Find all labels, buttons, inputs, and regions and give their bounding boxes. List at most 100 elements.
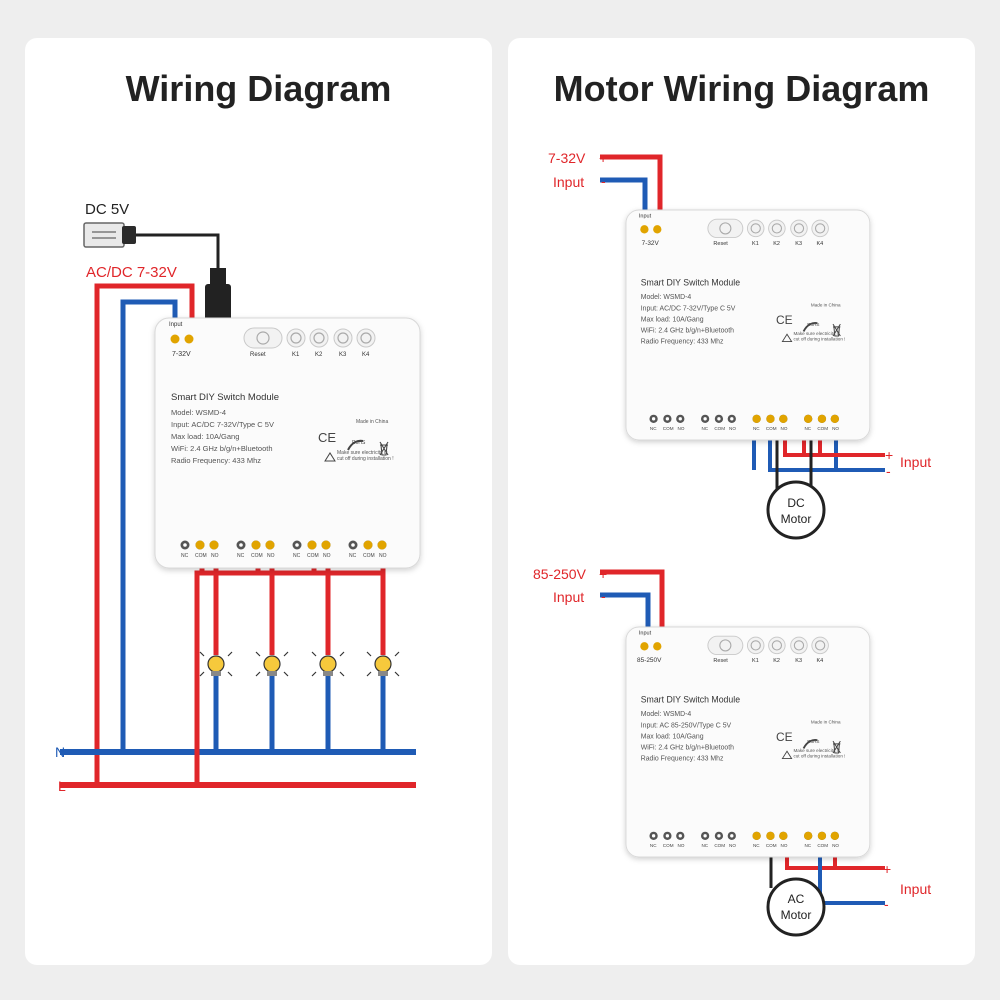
terminal-label: COM	[817, 843, 828, 848]
ac-output-input: Input	[900, 881, 931, 897]
made-in-label: Made in China	[811, 303, 841, 308]
terminal-label: COM	[195, 553, 207, 559]
terminal-label: NO	[323, 553, 331, 559]
terminal-label: NC	[701, 843, 708, 848]
dc-motor-icon	[766, 480, 826, 540]
terminal-label: COM	[363, 553, 375, 559]
terminal-label: NO	[781, 843, 788, 848]
module-name: Smart DIY Switch Module	[641, 277, 740, 287]
module-max-load: Max load: 10A/Gang	[641, 316, 704, 323]
terminal-label: COM	[663, 843, 674, 848]
ac-supply-input: Input	[553, 589, 584, 605]
terminal-label: NC	[701, 426, 708, 431]
light-bulb-icon	[311, 651, 345, 677]
module-wifi: WiFi: 2.4 GHz b/g/n+Bluetooth	[641, 744, 734, 751]
made-in-label: Made in China	[811, 720, 841, 725]
warning-line-1: Make sure electricity is	[337, 450, 388, 456]
terminal-label: COM	[817, 426, 828, 431]
terminal-label: NC	[237, 553, 245, 559]
rohs-mark-icon: RoHS	[807, 322, 819, 327]
ac-motor-icon	[766, 877, 826, 937]
k4-button-label: K4	[816, 241, 823, 247]
warning-line-1: Make sure electricity is	[793, 748, 840, 753]
terminal-label: NC	[349, 553, 357, 559]
dc-motor-label-1: DC	[787, 496, 805, 510]
ac-supply-minus: -	[601, 588, 606, 604]
dc-plug-icon	[210, 268, 226, 286]
terminal-label: NC	[650, 843, 657, 848]
module-max-load: Max load: 10A/Gang	[641, 733, 704, 740]
k2-button-label: K2	[773, 658, 780, 664]
neutral-label: N	[55, 744, 65, 760]
terminal-label: NO	[379, 553, 387, 559]
module-model: Model: WSMD-4	[171, 408, 226, 417]
switch-module-ac-motor: Input 85-250V Reset K1 K2 K3 K4 Smart DI…	[626, 627, 870, 857]
terminal-label: NO	[267, 553, 275, 559]
light-bulb-icon	[255, 651, 289, 677]
dc-5v-label: DC 5V	[85, 201, 129, 218]
k3-button-label: K3	[795, 241, 802, 247]
light-bulb-icon	[199, 651, 233, 677]
module-wifi: WiFi: 2.4 GHz b/g/n+Bluetooth	[641, 327, 734, 334]
module-radio: Radio Frequency: 433 Mhz	[641, 755, 724, 762]
dc-output-input: Input	[900, 454, 931, 470]
module-wifi: WiFi: 2.4 GHz b/g/n+Bluetooth	[171, 444, 273, 453]
module-radio: Radio Frequency: 433 Mhz	[171, 456, 261, 465]
k4-button-label: K4	[816, 658, 823, 664]
ac-output-plus: +	[883, 861, 891, 877]
ce-mark-icon: CE	[776, 313, 793, 327]
reset-button-label: Reset	[713, 241, 728, 247]
dc-motor-label-2: Motor	[781, 512, 812, 526]
terminal-label: NC	[650, 426, 657, 431]
terminal-label: COM	[307, 553, 319, 559]
module-max-load: Max load: 10A/Gang	[171, 432, 239, 441]
terminal-label: COM	[714, 843, 725, 848]
live-label: L	[58, 778, 66, 794]
k2-button-label: K2	[773, 241, 780, 247]
terminal-label: NC	[181, 553, 189, 559]
terminal-label: NO	[781, 426, 788, 431]
terminal-label: COM	[766, 843, 777, 848]
input-terminal-label: Input	[639, 630, 652, 636]
module-input-spec: Input: AC 85-250V/Type C 5V	[641, 722, 732, 729]
switch-module-dc-motor: Input 7-32V Reset K1 K2 K3 K4 Smart DIY …	[626, 210, 870, 440]
k1-button-label: K1	[752, 658, 759, 664]
terminal-label: NO	[832, 426, 839, 431]
dc-supply-voltage: 7-32V	[548, 150, 586, 166]
warning-line-2: cut off during installation !	[793, 337, 845, 342]
input-terminal-label: Input	[169, 322, 183, 328]
terminal-label: NO	[729, 843, 736, 848]
dc-output-plus: +	[885, 447, 893, 463]
warning-line-1: Make sure electricity is	[793, 331, 840, 336]
module-model: Model: WSMD-4	[641, 711, 692, 718]
warning-line-2: cut off during installation !	[793, 754, 845, 759]
ac-supply-voltage: 85-250V	[533, 566, 587, 582]
k3-button-label: K3	[795, 658, 802, 664]
ac-motor-label-2: Motor	[781, 908, 812, 922]
ac-output-minus: -	[884, 896, 889, 912]
input-terminal-label: Input	[639, 213, 652, 219]
k4-button-label: K4	[362, 352, 370, 358]
terminal-label: COM	[714, 426, 725, 431]
module-name: Smart DIY Switch Module	[641, 694, 740, 704]
voltage-label: 7-32V	[642, 240, 660, 247]
warning-line-2: cut off during installation !	[337, 456, 394, 462]
left-wiring: DC 5V AC/DC 7-32V N L	[55, 201, 416, 794]
terminal-label: COM	[663, 426, 674, 431]
terminal-label: COM	[766, 426, 777, 431]
rohs-mark-icon: RoHS	[807, 739, 819, 744]
ce-mark-icon: CE	[776, 730, 793, 744]
terminal-label: NO	[211, 553, 219, 559]
terminal-label: NO	[678, 843, 685, 848]
acdc-supply-label: AC/DC 7-32V	[86, 264, 177, 281]
terminal-label: NO	[729, 426, 736, 431]
ac-supply-plus: +	[599, 566, 607, 582]
terminal-label: NC	[753, 426, 760, 431]
module-model: Model: WSMD-4	[641, 294, 692, 301]
voltage-label: 7-32V	[172, 351, 191, 358]
module-input-spec: Input: AC/DC 7-32V/Type C 5V	[171, 420, 274, 429]
k2-button-label: K2	[315, 352, 323, 358]
terminal-label: NC	[293, 553, 301, 559]
wiring-diagram-title: Wiring Diagram	[125, 68, 392, 109]
k1-button-label: K1	[292, 352, 300, 358]
